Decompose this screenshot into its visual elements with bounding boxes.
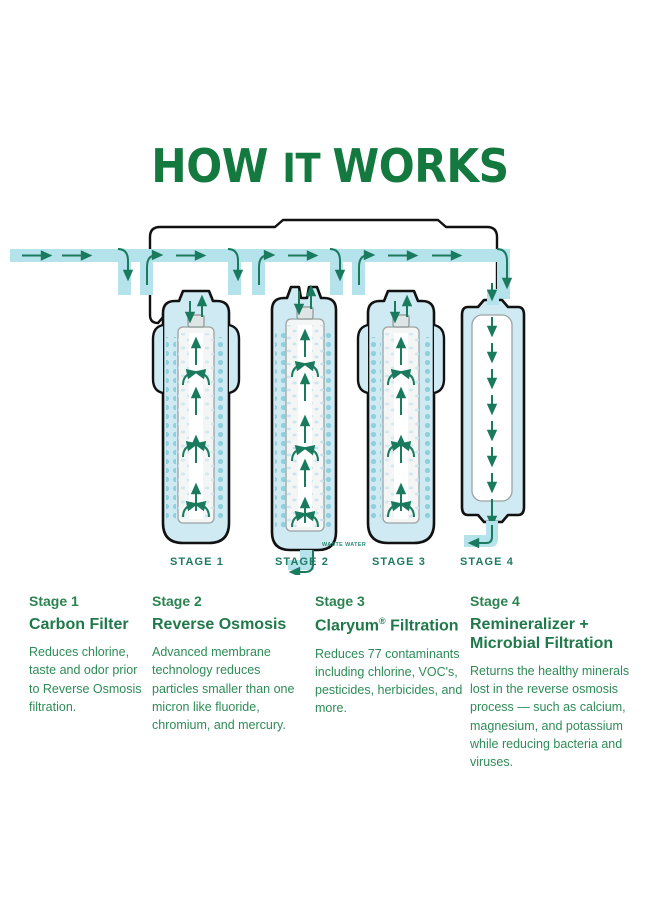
page-title: HOW IT WORKS — [26, 143, 633, 189]
stage-label-2: STAGE 2 — [275, 556, 329, 568]
title-word-it: IT — [282, 146, 333, 192]
stage-3-flow — [387, 336, 415, 518]
stage-3-housing — [356, 289, 446, 545]
stage-column-2-body: Advanced membrane technology reduces par… — [152, 645, 295, 732]
stage-label-1: STAGE 1 — [170, 556, 224, 568]
stage-1-housing — [151, 289, 241, 545]
stage-column-3-headline-rest: Filtration — [385, 617, 459, 635]
stage-2-housing: WASTE WATER — [270, 284, 366, 575]
stage-column-1-headline: Carbon Filter — [29, 616, 129, 634]
stage-column-4-body: Returns the healthy minerals lost in the… — [470, 664, 630, 769]
manifold-bracket — [148, 218, 499, 305]
stage-column-3: Stage 3 Claryum® Filtration Reduces 77 c… — [315, 593, 465, 717]
stage-1-flow — [182, 336, 210, 518]
waste-water-pipe — [288, 550, 314, 570]
stage-column-3-headline: Claryum® Filtration — [315, 616, 465, 636]
stage-column-4-stage: Stage 4 — [470, 593, 520, 609]
stage-column-2-headline: Reverse Osmosis — [152, 616, 287, 634]
flow-arrows-top — [22, 248, 513, 290]
stage-column-2: Stage 2 Reverse Osmosis Advanced membran… — [152, 593, 310, 734]
stage-labels-row: STAGE 1 STAGE 2 STAGE 3 STAGE 4 — [0, 556, 660, 576]
manifold-arm-left — [148, 305, 169, 325]
title-word-how: HOW — [151, 139, 283, 193]
filtration-system-diagram: WASTE WATER — [0, 205, 660, 575]
stage-2-flow — [291, 328, 319, 528]
stage-column-4-headline: Remineralizer + Microbial Filtration — [470, 616, 614, 653]
registered-trademark-icon: ® — [379, 616, 386, 627]
stage-label-4: STAGE 4 — [460, 556, 514, 568]
stage-column-3-headline-main: Claryum — [315, 617, 380, 635]
title-word-works: WORKS — [332, 139, 509, 193]
stage-column-2-stage: Stage 2 — [152, 593, 202, 609]
stage-label-3: STAGE 3 — [372, 556, 426, 568]
stage-4-housing — [460, 283, 526, 549]
stage-column-1: Stage 1 Carbon Filter Reduces chlorine, … — [29, 593, 147, 716]
stage-column-1-stage: Stage 1 — [29, 593, 79, 609]
waste-water-label: WASTE WATER — [322, 542, 366, 548]
diagram-artwork: WASTE WATER — [10, 218, 526, 575]
stage-column-4: Stage 4 Remineralizer + Microbial Filtra… — [470, 593, 640, 771]
stage-column-1-body: Reduces chlorine, taste and odor prior t… — [29, 645, 142, 714]
stage-column-3-stage: Stage 3 — [315, 593, 365, 609]
stage-column-3-body: Reduces 77 contaminants including chlori… — [315, 646, 463, 715]
